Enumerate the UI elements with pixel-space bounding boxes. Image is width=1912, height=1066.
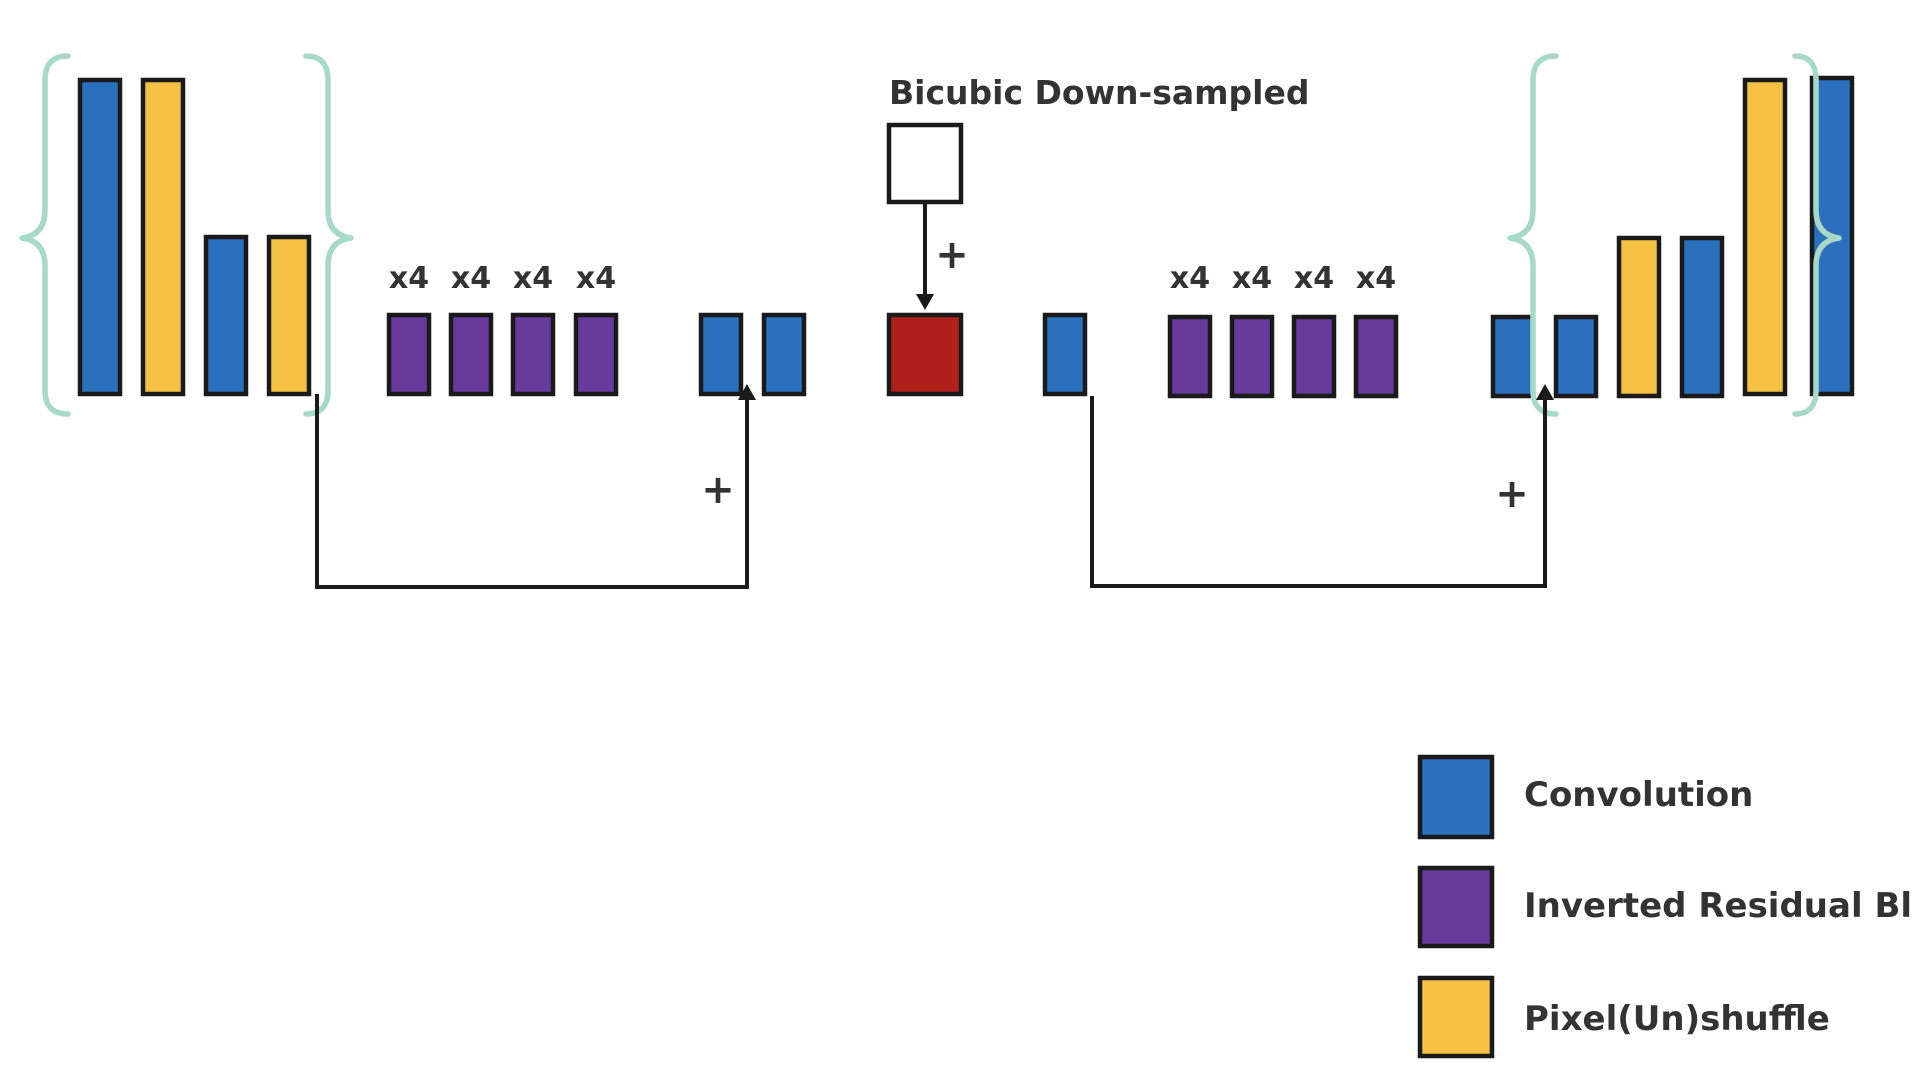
decoder-head <box>1490 53 1855 417</box>
decoder-left-brace <box>1507 53 1559 417</box>
legend-label-inverted-residual: Inverted Residual Block <box>1524 886 1912 926</box>
decoder-inverted-residual-block-2 <box>1229 314 1275 399</box>
legend-swatch-convolution <box>1417 754 1495 840</box>
encoder-pixel-unshuffle-block-1 <box>140 77 186 397</box>
encoder-stem <box>19 53 354 417</box>
decoder-pixel-shuffle-block-1 <box>1616 235 1662 399</box>
encoder-conv-block-2 <box>203 234 249 397</box>
encoder-repeat-label-2: x4 <box>451 261 491 296</box>
encoder-residual-group: x4 x4 x4 x4 <box>386 261 619 397</box>
legend: Convolution Inverted Residual Block Pixe… <box>1417 754 1912 1059</box>
encoder-inverted-residual-block-1 <box>386 312 432 397</box>
encoder-repeat-label-1: x4 <box>389 261 429 296</box>
encoder-inverted-residual-block-2 <box>448 312 494 397</box>
decoder-right-brace <box>1792 53 1842 417</box>
decoder-conv-block-2 <box>1490 314 1536 399</box>
encoder-left-brace <box>19 53 71 417</box>
decoder-inverted-residual-block-1 <box>1167 314 1213 399</box>
bicubic-downsampled-input <box>886 122 964 205</box>
encoder-repeat-label-3: x4 <box>513 261 553 296</box>
decoder-inverted-residual-block-4 <box>1353 314 1399 399</box>
skip-connection-1-plus-sign: + <box>701 467 735 513</box>
encoder-conv-block-1 <box>77 77 123 397</box>
downsample-plus-sign: + <box>935 232 969 278</box>
decoder-conv-block-1 <box>1042 312 1088 397</box>
decoder-repeat-label-2: x4 <box>1232 261 1272 296</box>
legend-swatch-inverted-residual <box>1417 865 1495 949</box>
skip-connection-1: + <box>315 384 756 589</box>
encoder-conv-block-4 <box>761 312 807 397</box>
encoder-repeat-label-4: x4 <box>576 261 616 296</box>
legend-label-pixel-shuffle: Pixel(Un)shuffle <box>1524 999 1830 1039</box>
skip-connection-2-plus-sign: + <box>1495 471 1529 517</box>
encoder-right-brace <box>303 53 354 417</box>
skip-connection-2-arrow-head <box>1536 384 1554 400</box>
decoder-pixel-shuffle-block-2 <box>1742 77 1788 397</box>
encoder-inverted-residual-block-4 <box>573 312 619 397</box>
decoder-conv-block-3 <box>1553 314 1599 399</box>
bottleneck-block <box>886 312 964 397</box>
skip-connection-1-line <box>315 394 749 589</box>
decoder-inverted-residual-block-3 <box>1291 314 1337 399</box>
decoder-repeat-label-4: x4 <box>1356 261 1396 296</box>
encoder-pixel-unshuffle-block-2 <box>266 234 312 397</box>
skip-connection-2: + <box>1090 384 1554 588</box>
skip-connection-2-line <box>1090 396 1547 588</box>
legend-label-convolution: Convolution <box>1524 775 1753 815</box>
legend-swatch-pixel-shuffle <box>1417 975 1495 1059</box>
skip-connection-1-arrow-head <box>738 384 756 400</box>
encoder-conv-block-3 <box>698 312 744 397</box>
decoder-residual-group: x4 x4 x4 x4 <box>1167 261 1399 399</box>
decoder-repeat-label-3: x4 <box>1294 261 1334 296</box>
decoder-conv-block-4 <box>1679 235 1725 399</box>
encoder-inverted-residual-block-3 <box>510 312 556 397</box>
decoder-repeat-label-1: x4 <box>1170 261 1210 296</box>
bicubic-downsampled-label: Bicubic Down-sampled <box>889 73 1309 112</box>
downsample-arrow-head <box>916 294 934 310</box>
